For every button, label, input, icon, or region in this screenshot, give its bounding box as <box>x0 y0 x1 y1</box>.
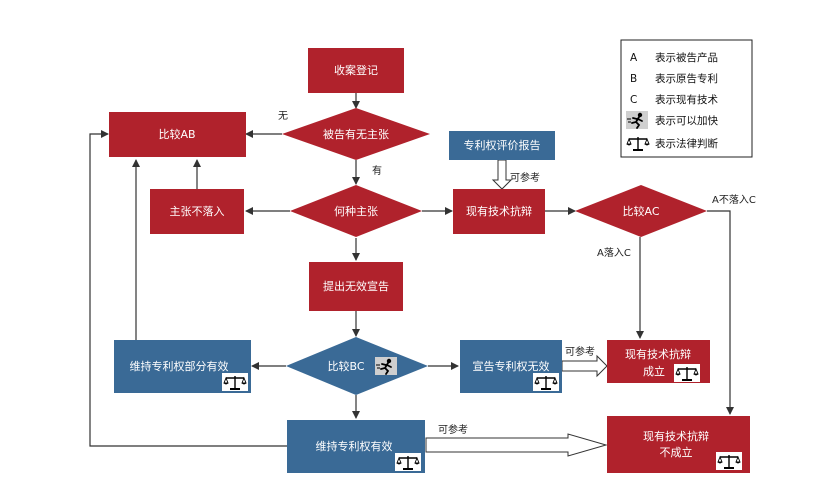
node-tichu-label: 提出无效宣告 <box>323 279 389 293</box>
scales-icon <box>394 452 422 472</box>
node-zhuzhang-bu-luoru <box>150 189 244 234</box>
node-zhuzhang-bu-luoru-label: 主张不落入 <box>170 205 225 218</box>
node-xuangao-wuxiao-label: 宣告专利权无效 <box>473 359 550 373</box>
node-hezhong <box>290 185 422 237</box>
node-pingjia-label: 专利权评价报告 <box>464 138 541 152</box>
legend-text-a: 表示被告产品 <box>655 51 718 64</box>
node-bijiao-bc <box>286 337 428 395</box>
scales-icon <box>673 363 701 383</box>
edge-label-ke-cankao-3: 可参考 <box>438 423 468 436</box>
legend-key-a: A <box>630 52 638 64</box>
legend-text-b: 表示原告专利 <box>655 72 718 85</box>
legend-text-runner: 表示可以加快 <box>655 114 718 127</box>
node-xianyou-label: 现有技术抗辩 <box>466 204 532 218</box>
node-shouan-label: 收案登记 <box>334 63 378 77</box>
node-bijiao-ac-label: 比较AC <box>622 204 659 218</box>
legend-key-b: B <box>630 73 637 85</box>
node-xianyou <box>453 189 545 234</box>
node-weichi-bufen-label: 维持专利权部分有效 <box>130 359 229 373</box>
node-pingjia <box>449 131 555 160</box>
edge-label-you: 有 <box>372 164 382 177</box>
node-chengli-label-1: 现有技术抗辩 <box>625 347 691 361</box>
edge-label-ke-cankao-1: 可参考 <box>510 171 540 184</box>
scales-icon <box>624 133 652 153</box>
edge-label-a-bu-luoru-c: A不落入C <box>712 194 756 206</box>
node-tichu <box>309 262 403 311</box>
edge-ac-bu-chengli <box>707 210 734 415</box>
edge-youxiao-ab <box>89 130 287 447</box>
legend-text-scales: 表示法律判断 <box>655 137 718 150</box>
runner-icon <box>625 110 649 130</box>
node-bijiao-bc-label: 比较BC <box>327 359 364 373</box>
node-hezhong-label: 何种主张 <box>334 204 378 218</box>
node-beigao-label: 被告有无主张 <box>323 127 389 141</box>
node-bijiao-ac <box>575 185 707 237</box>
hollow-arrow-youxiao-bu-chengli <box>425 433 608 457</box>
node-beigao <box>282 108 430 160</box>
legend-text-c: 表示现有技术 <box>655 93 718 106</box>
legend-key-c: C <box>630 94 637 106</box>
hollow-arrow-wuxiao-chengli <box>561 354 608 378</box>
node-bijiao-ab <box>109 112 246 157</box>
scales-icon <box>715 451 743 471</box>
edge-label-ke-cankao-2: 可参考 <box>565 345 595 358</box>
scales-icon <box>221 372 249 392</box>
node-bu-chengli-label-2: 不成立 <box>660 445 693 459</box>
node-bijiao-ab-label: 比较AB <box>158 127 195 141</box>
node-chengli-label-2: 成立 <box>643 364 665 378</box>
hollow-arrow-pingjia <box>491 159 513 190</box>
scales-icon <box>532 372 560 392</box>
node-shouan <box>308 48 404 93</box>
edge-label-a-luoru-c: A落入C <box>597 247 631 259</box>
node-bu-chengli-label-1: 现有技术抗辩 <box>643 429 709 443</box>
node-weichi-youxiao-label: 维持专利权有效 <box>316 439 393 453</box>
runner-icon <box>374 356 398 376</box>
edge-label-wu: 无 <box>278 111 288 122</box>
